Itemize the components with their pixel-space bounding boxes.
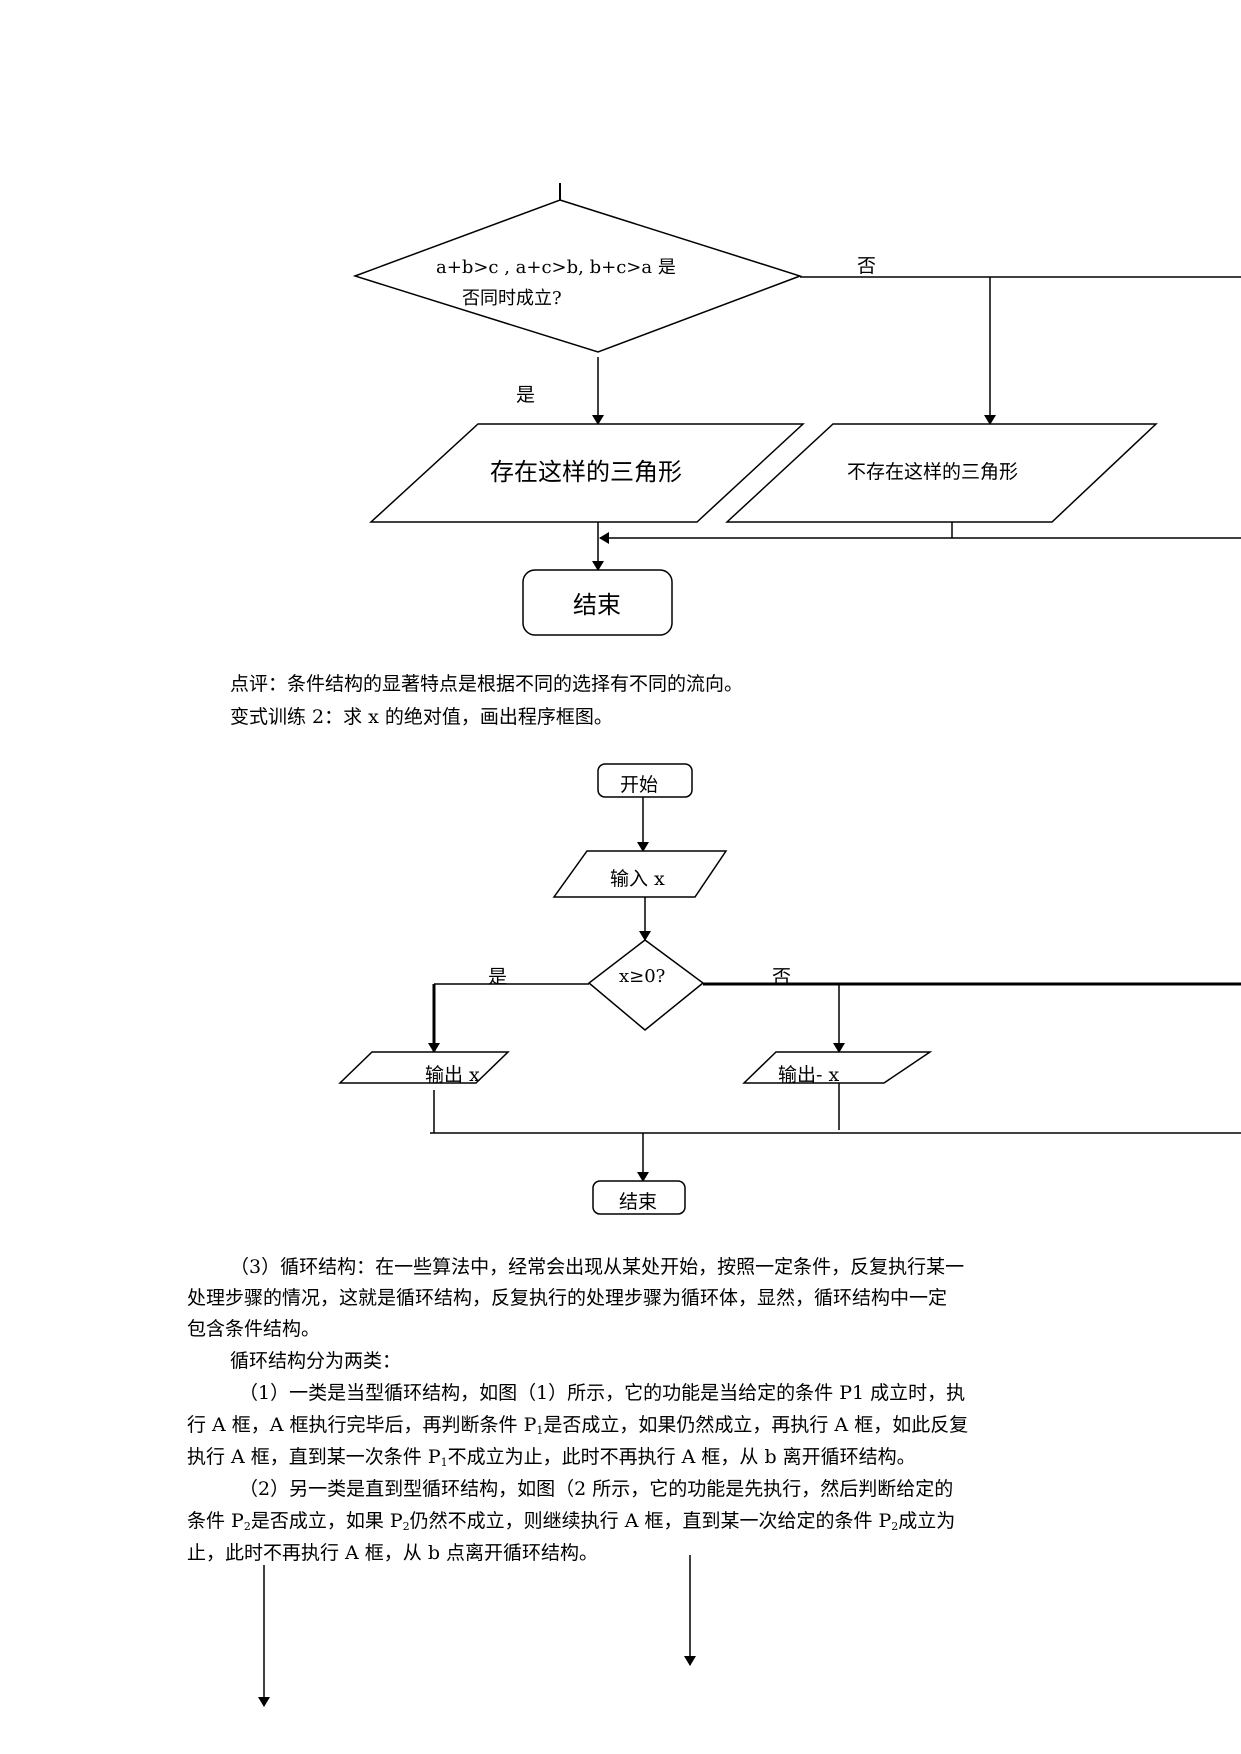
comment-text: 点评：条件结构的显著特点是根据不同的选择有不同的流向。 <box>230 673 744 695</box>
exists-label: 存在这样的三角形 <box>490 458 682 486</box>
loop-p4-line2: 条件 P2是否成立，如果 P2仍然不成立，则继续执行 A 框，直到某一次给定的条… <box>187 1510 956 1533</box>
loop-p1-line1: （3）循环结构：在一些算法中，经常会出现从某处开始，按照一定条件，反复执行某一 <box>230 1256 965 1278</box>
end-terminal-2 <box>592 1180 686 1215</box>
decision-text-line2: 否同时成立? <box>462 288 562 309</box>
no-label-2: 否 <box>772 966 792 988</box>
x-nonnegative-diamond <box>587 939 705 1031</box>
triangle-condition-diamond <box>352 199 803 353</box>
loop-p2: 循环结构分为两类： <box>230 1350 402 1372</box>
exercise-text: 变式训练 2：求 x 的绝对值，画出程序框图。 <box>230 706 613 728</box>
end-label: 结束 <box>573 591 621 619</box>
output-x-label: 输出 x <box>425 1064 480 1086</box>
no-label: 否 <box>857 255 877 277</box>
output-x-box <box>338 1051 510 1084</box>
output-neg-x-label: 输出- x <box>778 1064 840 1086</box>
loop-p3-line1: （1）一类是当型循环结构，如图（1）所示，它的功能是当给定的条件 P1 成立时，… <box>239 1382 966 1404</box>
yes-label: 是 <box>516 384 536 406</box>
loop-p1-line2: 处理步骤的情况，这就是循环结构，反复执行的处理步骤为循环体，显然，循环结构中一定 <box>187 1287 948 1309</box>
loop-p3-line2: 行 A 框，A 框执行完毕后，再判断条件 P1是否成立，如果仍然成立，再执行 A… <box>187 1414 969 1437</box>
loop-p4-line1: （2）另一类是直到型循环结构，如图（2 所示，它的功能是先执行，然后判断给定的 <box>239 1478 954 1500</box>
not-exists-output-box <box>725 423 1158 523</box>
loop-p1-line3: 包含条件结构。 <box>187 1318 321 1340</box>
end-terminal <box>522 569 673 636</box>
not-exists-label: 不存在这样的三角形 <box>847 461 1019 483</box>
output-neg-x-box <box>742 1051 933 1084</box>
exists-output-box <box>369 423 805 523</box>
input-label: 输入 x <box>610 868 665 890</box>
start-terminal <box>597 763 693 798</box>
end-label-2: 结束 <box>619 1191 658 1213</box>
input-box <box>552 850 728 898</box>
start-label: 开始 <box>620 774 659 796</box>
loop-p4-line3: 止，此时不再执行 A 框，从 b 点离开循环结构。 <box>187 1542 599 1564</box>
decision-label: x≥0? <box>619 966 666 987</box>
decision-text-line1: a+b>c , a+c>b, b+c>a 是 <box>436 257 676 278</box>
yes-label-2: 是 <box>488 966 508 988</box>
loop-p3-line3: 执行 A 框，直到某一次条件 P1不成立为止，此时不再执行 A 框，从 b 离开… <box>187 1446 916 1469</box>
